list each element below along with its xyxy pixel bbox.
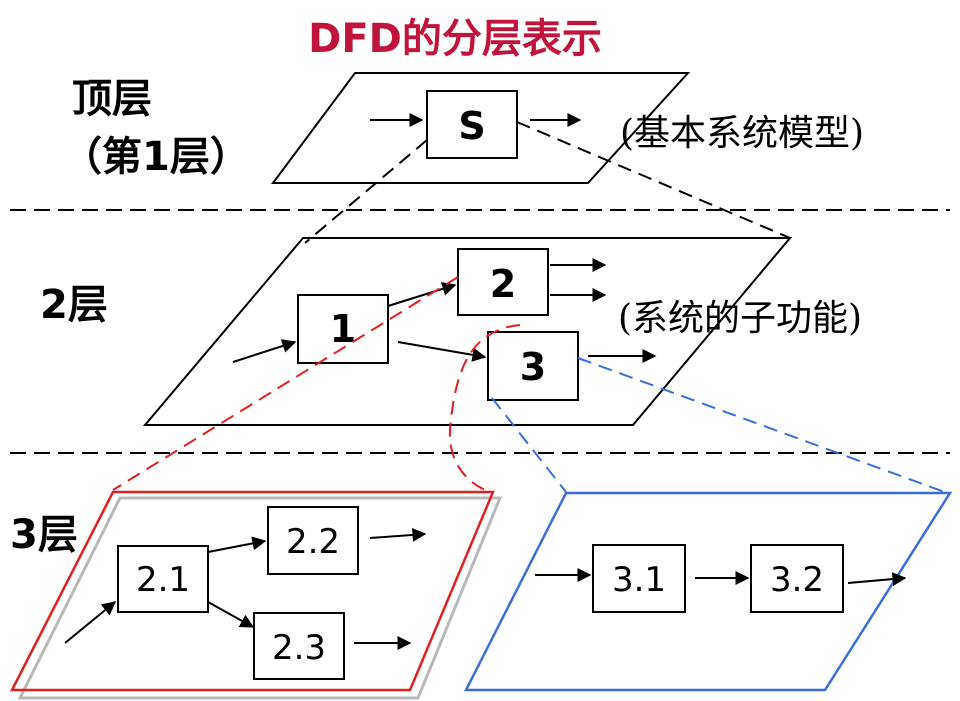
blue-expansion-left [491, 397, 567, 493]
level-label-top-line2: （第1层） [62, 134, 250, 180]
flow-2-1-to-2-3 [207, 601, 255, 628]
level3-left-input-arrow [64, 601, 117, 644]
process-box-3-2 [750, 544, 844, 613]
process-label-3-2: 3.2 [770, 560, 824, 600]
level-label-second: 2层 [40, 282, 108, 328]
output-3-2 [847, 572, 907, 587]
process-label-s: S [458, 104, 485, 148]
projection-left-dash [304, 139, 428, 244]
red-expansion-left [112, 276, 459, 491]
process-label-2-3: 2.3 [272, 628, 326, 668]
third-level-left-plane [9, 490, 495, 692]
process-box-2-1 [117, 545, 209, 613]
third-level-left-plane-shadow [17, 496, 503, 700]
second-level-plane [142, 237, 793, 426]
process-box-3-1 [592, 544, 686, 613]
process-box-s [426, 90, 518, 159]
process-label-2-1: 2.1 [136, 560, 190, 600]
process-label-2-2: 2.2 [286, 522, 340, 562]
process-box-2 [457, 248, 549, 316]
process-box-2-2 [267, 506, 359, 575]
level-label-top-line1: 顶层 [72, 76, 152, 122]
level2-input-arrow [232, 339, 297, 363]
flow-1-to-2 [387, 282, 457, 307]
projection-right-dash [516, 121, 791, 239]
page-title: DFD的分层表示 [308, 16, 602, 62]
blue-expansion-right [577, 357, 951, 495]
process-label-1: 1 [330, 307, 356, 351]
process-box-2-3 [253, 612, 345, 680]
process-box-3 [487, 331, 579, 401]
flow-1-to-3 [397, 341, 487, 362]
red-expansion-right [448, 324, 521, 493]
flow-2-1-to-2-2 [207, 536, 267, 553]
top-level-note: (基本系统模型) [620, 113, 864, 154]
process-label-2: 2 [490, 262, 516, 306]
process-label-3: 3 [520, 345, 546, 389]
third-level-right-plane [463, 491, 953, 692]
second-level-note: (系统的子功能) [618, 298, 862, 339]
process-label-3-1: 3.1 [612, 560, 666, 600]
top-level-plane [271, 72, 691, 184]
level-label-third: 3层 [10, 512, 78, 558]
output-2-2 [369, 527, 427, 542]
